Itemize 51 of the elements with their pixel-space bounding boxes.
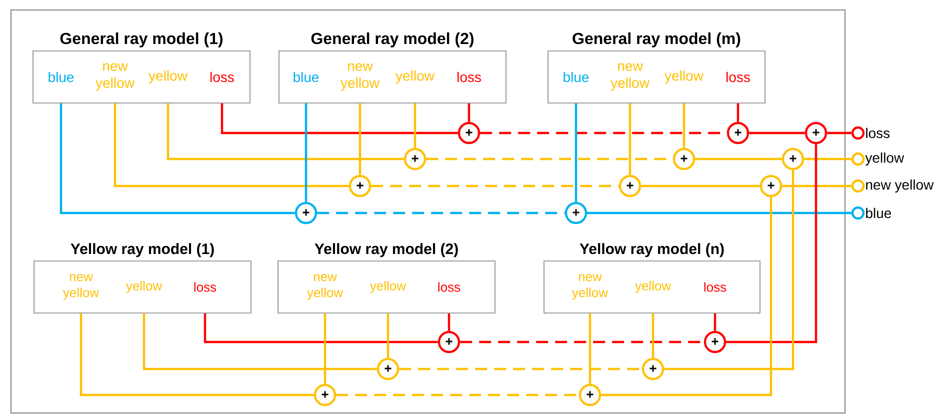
connector-line [682,103,686,148]
connector-line [468,103,470,122]
model-box: General ray model (1) blue new yellow yellow loss [32,32,250,104]
connector-line [782,184,852,188]
connector-line [652,313,654,358]
node-label: Yellow ray model (1) [70,243,214,258]
connector-line [414,103,416,148]
connector-line [714,313,716,331]
node-label: Yellow ray model (n) [580,243,724,258]
model-box: General ray model (m) blue new yellow yellow loss [548,32,766,104]
node-label: General ray model (2) [311,32,474,48]
connector-line [114,103,349,188]
connector-line [628,103,632,175]
terminal-label: loss [866,128,890,138]
connector-line [588,313,592,384]
terminal-label: blue [866,208,892,218]
node-label: General ray model (1) [60,32,222,48]
model-box: Yellow ray model (2) new yellow yellow loss [278,243,496,314]
connector-line [371,184,619,188]
connector-line [601,197,772,396]
connector-line [804,158,852,160]
connector-line [386,313,390,358]
connector-line [736,103,740,122]
connector-line [304,103,308,202]
connector-line [142,313,377,370]
connector-line [827,132,852,134]
connector-line [695,158,782,160]
connector-line [587,212,852,214]
connector-line [726,144,818,344]
connector-line [317,212,565,214]
node-label: Yellow ray model (2) [314,243,458,258]
connector-line [749,132,805,134]
connector-line [336,394,579,396]
model-box: Yellow ray model (1) new yellow yellow loss [34,243,252,314]
connector-line [358,103,362,175]
connector-line [399,368,642,370]
model-box: General ray model (2) blue new yellow yellow loss [278,32,506,104]
connector-line [80,313,314,396]
node-label: General ray model (m) [572,32,740,48]
connector-line [448,313,450,331]
connector-line [574,103,578,202]
connector-line [324,313,326,384]
connector-line [60,103,295,214]
connector-line [204,313,438,344]
connector-line [166,103,404,160]
connector-line [220,103,458,134]
connector-line [641,184,760,188]
terminal-label: new yellow [866,179,934,193]
connector-line [664,170,794,370]
model-box: Yellow ray model (n) new yellow yellow loss [544,243,760,314]
terminal-label: yellow [865,152,904,166]
